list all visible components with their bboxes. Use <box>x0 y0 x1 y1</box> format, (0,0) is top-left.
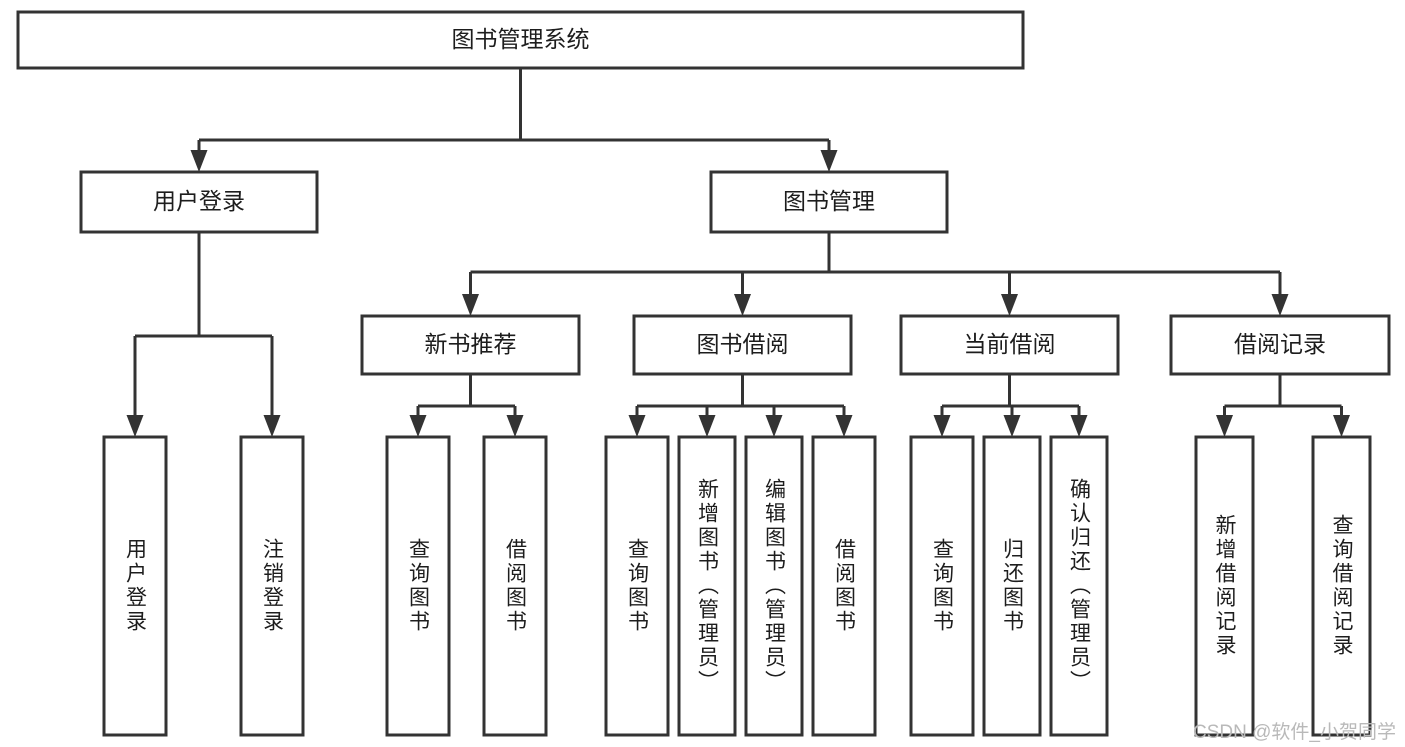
node-box-leaf-confirm-return[interactable] <box>1049 435 1109 737</box>
connector-arrowhead <box>462 294 479 316</box>
node-label-book-manage: 图书管理 <box>783 188 875 214</box>
node-label-new-book-rec: 新书推荐 <box>425 331 517 357</box>
node-box-book-manage[interactable] <box>709 170 949 234</box>
node-label-user-login: 用户登录 <box>153 188 245 214</box>
node-label-book-borrow: 图书借阅 <box>697 331 789 357</box>
edges-layer <box>126 68 1350 437</box>
node-box-leaf-query-book-borrow[interactable] <box>604 435 670 737</box>
node-label-root: 图书管理系统 <box>452 26 590 52</box>
node-box-leaf-query-book-rec[interactable] <box>385 435 451 737</box>
watermark-text: CSDN @软件_小贺同学 <box>1193 722 1396 743</box>
node-box-leaf-user-login[interactable] <box>102 435 168 737</box>
connector-arrowhead <box>1001 294 1018 316</box>
node-box-current-borrow[interactable] <box>899 314 1120 376</box>
connector-arrowhead <box>1070 415 1088 437</box>
connector-arrowhead <box>506 415 524 437</box>
node-box-leaf-borrow-book[interactable] <box>811 435 877 737</box>
connector-arrowhead <box>126 415 144 437</box>
connector-arrowhead <box>1003 415 1021 437</box>
node-box-leaf-edit-book[interactable] <box>744 435 804 737</box>
node-box-root[interactable] <box>16 10 1025 70</box>
connector-arrowhead <box>409 415 427 437</box>
node-label-borrow-record: 借阅记录 <box>1234 331 1326 357</box>
connector-arrowhead <box>820 150 838 172</box>
connector-arrowhead <box>835 415 853 437</box>
connector-arrowhead <box>1333 415 1350 437</box>
node-box-leaf-query-book-current[interactable] <box>909 435 975 737</box>
connector-arrowhead <box>765 415 783 437</box>
node-box-leaf-add-record[interactable] <box>1194 435 1255 737</box>
connector-arrowhead <box>1216 415 1233 437</box>
node-box-leaf-add-book[interactable] <box>677 435 737 737</box>
connector-arrowhead <box>933 415 951 437</box>
connector-arrowhead <box>1271 294 1289 316</box>
node-box-leaf-user-logout[interactable] <box>239 435 305 737</box>
connector-arrowhead <box>698 415 716 437</box>
node-box-book-borrow[interactable] <box>632 314 853 376</box>
node-box-new-book-rec[interactable] <box>360 314 581 376</box>
node-label-current-borrow: 当前借阅 <box>964 331 1056 357</box>
connector-arrowhead <box>263 415 281 437</box>
node-box-user-login[interactable] <box>79 170 319 234</box>
node-box-leaf-return-book[interactable] <box>982 435 1042 737</box>
connector-arrowhead <box>734 294 751 316</box>
node-box-leaf-borrow-book-rec[interactable] <box>482 435 548 737</box>
boxes-layer <box>16 10 1391 737</box>
node-box-borrow-record[interactable] <box>1169 314 1391 376</box>
connector-arrowhead <box>628 415 646 437</box>
connector-arrowhead <box>190 150 208 172</box>
node-box-leaf-query-record[interactable] <box>1311 435 1372 737</box>
